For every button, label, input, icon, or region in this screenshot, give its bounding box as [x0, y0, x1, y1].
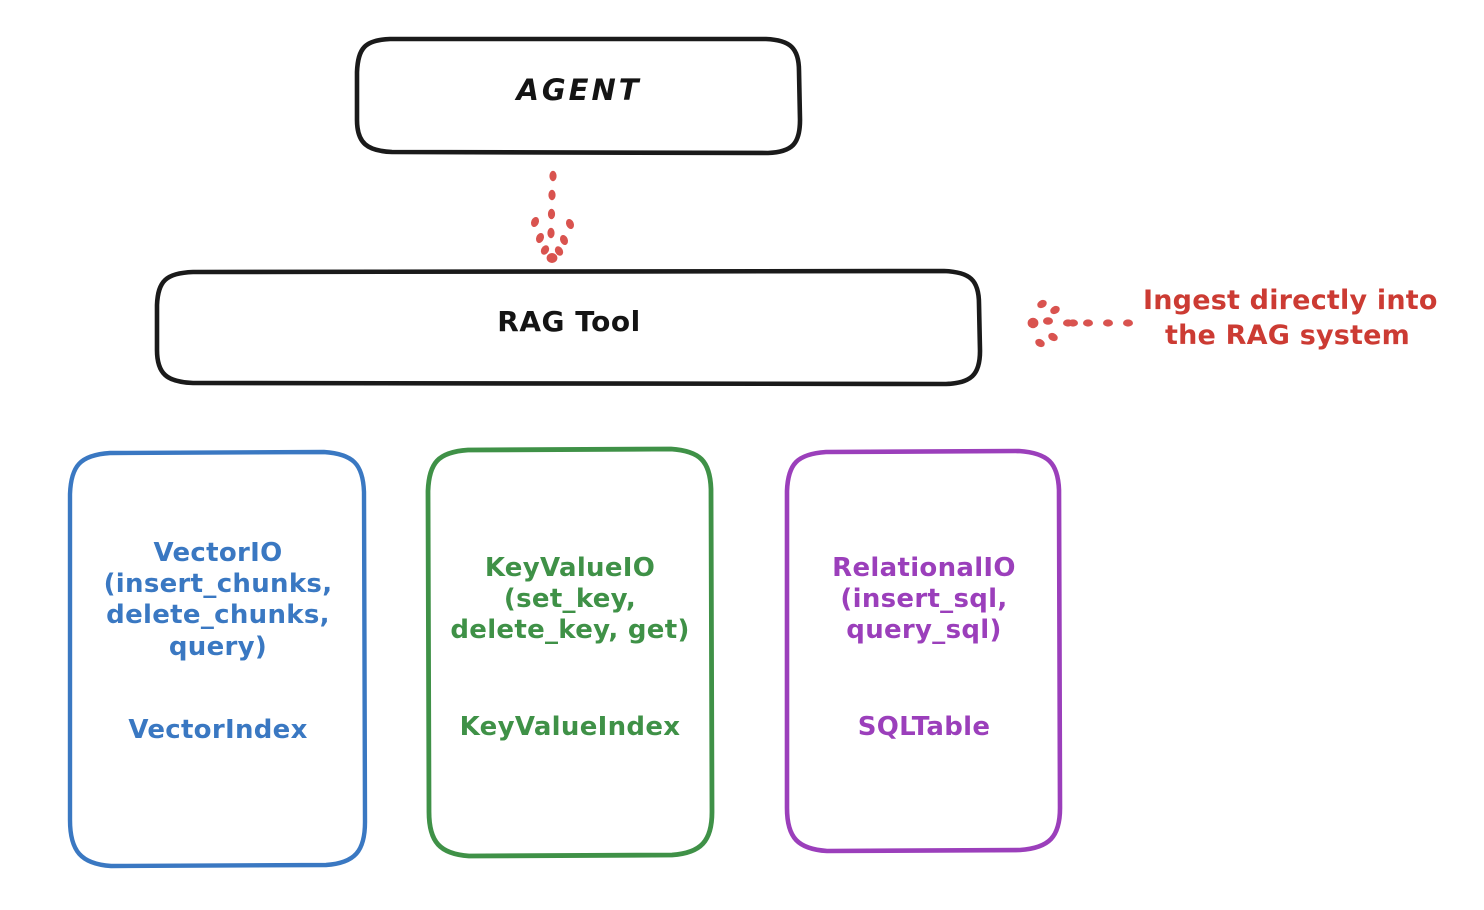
ingest-annotation: Ingest directly into the RAG system [1143, 283, 1473, 353]
connector-note-to-rag-tool [1027, 299, 1133, 348]
relational-io-index-label: SQLTable [857, 712, 991, 742]
connector-agent-to-rag-tool [530, 170, 575, 263]
vector-io-api-label: VectorIO (insert_chunks, delete_chunks, … [103, 538, 333, 662]
node-relational-io[interactable] [784, 448, 1063, 854]
node-key-value-io[interactable] [425, 446, 715, 859]
node-rag-tool[interactable] [154, 268, 983, 387]
node-agent[interactable] [354, 36, 803, 156]
agent-label: AGENT [516, 73, 642, 107]
ingest-annotation-line2: the RAG system [1165, 320, 1410, 352]
key-value-io-api-label: KeyValueIO (set_key, delete_key, get) [450, 553, 690, 646]
relational-io-api-label: RelationalIO (insert_sql, query_sql) [832, 553, 1016, 646]
rag-tool-label: RAG Tool [497, 305, 641, 338]
vector-io-index-label: VectorIndex [128, 715, 308, 745]
node-vector-io[interactable] [67, 449, 368, 869]
key-value-io-index-label: KeyValueIndex [459, 712, 681, 742]
ingest-annotation-line1: Ingest directly into [1143, 285, 1438, 316]
